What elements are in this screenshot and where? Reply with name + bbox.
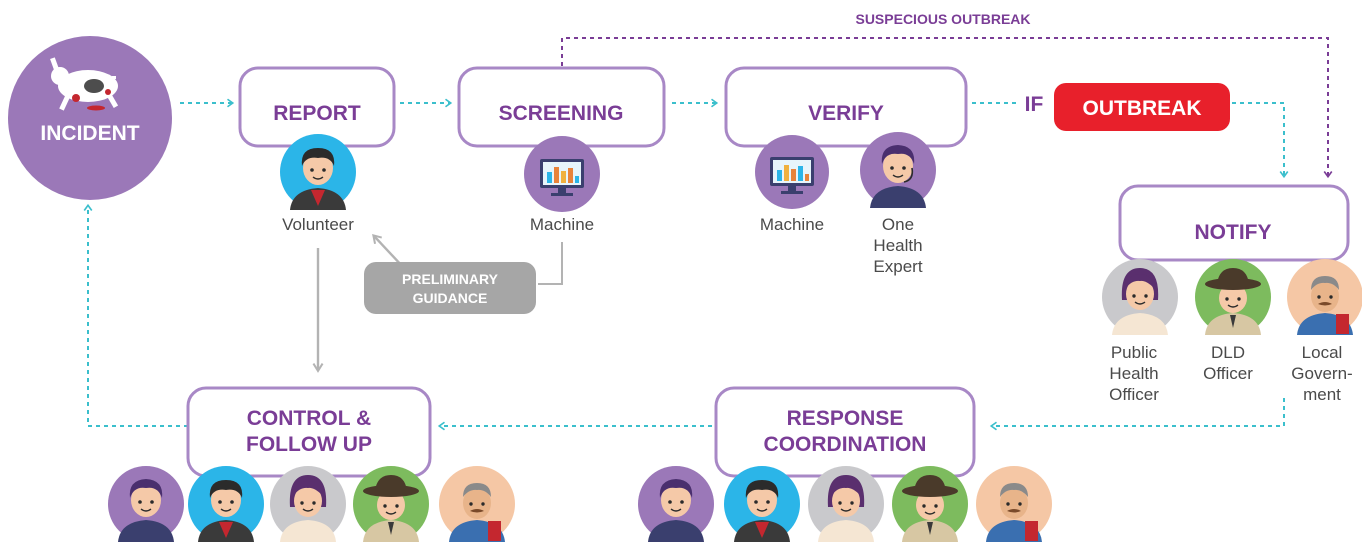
volunteer-caption: Volunteer [282,215,354,234]
screening-node: SCREENING Machine [457,66,666,234]
response-label-line2: COORDINATION [764,433,927,456]
screening-machine-caption: Machine [530,215,594,234]
expert-avatar [638,466,714,542]
notify-node: NOTIFY [1102,184,1362,404]
local-gov-caption-line1: Local [1302,343,1343,362]
response-coordination-node: RESPONSE COORDINATION [714,386,976,478]
control-follow-up-node: CONTROL & FOLLOW UP [186,386,432,478]
local-government-avatar [439,466,515,542]
arrow-control-to-incident [83,203,188,427]
verify-label: VERIFY [808,102,884,125]
dld-officer-avatar [1195,259,1271,335]
dld-officer-avatar [892,466,968,542]
volunteer-avatar [188,466,264,542]
public-health-officer-avatar [1102,259,1178,335]
control-box [186,386,432,478]
verify-node: VERIFY Machine One Health Expert [724,66,968,276]
expert-caption-line2: Health [873,236,922,255]
notify-label: NOTIFY [1195,221,1272,244]
volunteer-avatar [724,466,800,542]
arrow-suspicious-outbreak [561,37,1333,179]
connector-machine-to-guidance [538,242,563,285]
expert-caption-line1: One [882,215,914,234]
outbreak-badge: OUTBREAK [1054,83,1230,131]
dld-caption-line2: Officer [1203,364,1253,383]
public-health-officer-avatar [808,466,884,542]
screening-label: SCREENING [499,102,624,125]
local-gov-caption-line3: ment [1303,385,1341,404]
volunteer-avatar [280,134,356,210]
local-government-avatar [1287,259,1362,335]
if-label: IF [1025,93,1044,116]
fallen-cow-icon [50,57,119,111]
guidance-line1: PRELIMINARY [402,271,499,287]
expert-avatar [108,466,184,542]
control-team-avatars [108,466,515,542]
response-label-line1: RESPONSE [787,407,904,430]
incident-label: INCIDENT [40,122,139,145]
incident-node: INCIDENT [8,36,172,200]
arrow-notify-to-response [989,398,1285,431]
outbreak-label: OUTBREAK [1083,97,1202,120]
report-node: REPORT Volunteer [238,66,396,234]
connectors [83,37,1333,431]
response-box [714,386,976,478]
report-label: REPORT [273,102,361,125]
public-health-officer-avatar [270,466,346,542]
verify-box [724,66,968,148]
suspicious-outbreak-label: SUSPECIOUS OUTBREAK [855,11,1030,27]
verify-machine-caption: Machine [760,215,824,234]
dld-caption-line1: DLD [1211,343,1245,362]
public-health-caption-line3: Officer [1109,385,1159,404]
machine-monitor-icon [524,136,600,212]
control-label-line1: CONTROL & [247,407,371,430]
expert-caption-line3: Expert [873,257,922,276]
verify-machine-monitor-icon [755,135,829,209]
control-label-line2: FOLLOW UP [246,433,372,456]
arrow-outbreak-to-notify [1232,102,1289,179]
guidance-line2: GUIDANCE [413,290,488,306]
response-team-avatars [638,466,1052,542]
dld-officer-avatar [353,466,429,542]
local-gov-caption-line2: Govern- [1291,364,1352,383]
one-health-expert-avatar [860,132,936,208]
incident-circle [8,36,172,200]
local-government-avatar [976,466,1052,542]
public-health-caption-line1: Public [1111,343,1158,362]
preliminary-guidance-badge: PRELIMINARY GUIDANCE [364,262,536,314]
public-health-caption-line2: Health [1109,364,1158,383]
